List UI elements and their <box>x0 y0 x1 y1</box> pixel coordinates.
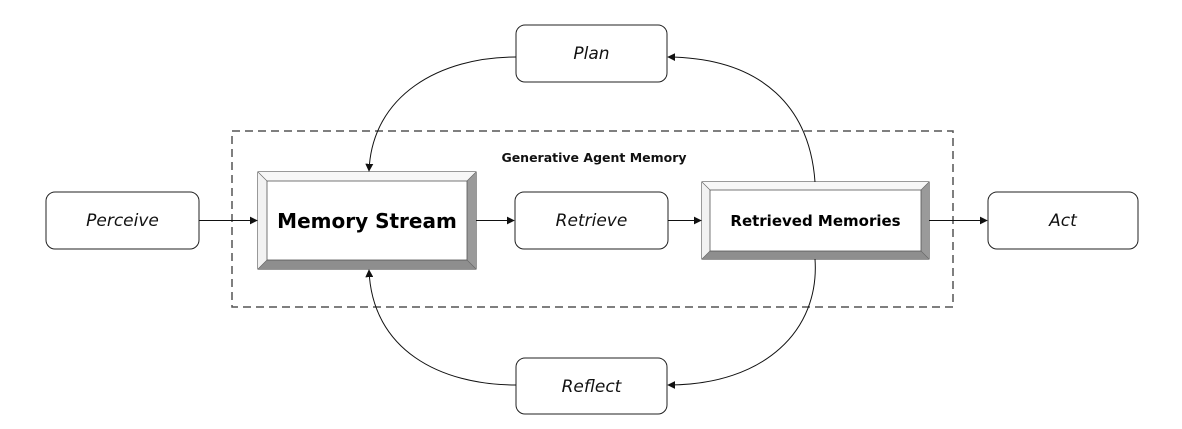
plan-to-memory-stream-arrow <box>365 56 517 172</box>
retrieved-memories-node: Retrieved Memories <box>701 181 930 260</box>
memory-group-boundary <box>231 130 954 308</box>
memory-stream-node: Memory Stream <box>257 171 477 270</box>
retrieved-memories-to-reflect-arrow <box>667 258 816 389</box>
memory-stream-label: Memory Stream <box>277 209 457 233</box>
retrieve-node: Retrieve <box>514 191 669 250</box>
reflect-label: Reflect <box>562 377 623 397</box>
perceive-node: Perceive <box>45 191 200 250</box>
plan-node: Plan <box>515 24 668 83</box>
act-node: Act <box>987 191 1139 250</box>
plan-label: Plan <box>573 44 609 64</box>
reflect-to-memory-stream-arrow <box>365 269 517 386</box>
retrieve-label: Retrieve <box>556 211 628 231</box>
act-label: Act <box>1048 211 1078 231</box>
reflect-node: Reflect <box>515 357 668 415</box>
perceive-label: Perceive <box>86 211 159 231</box>
retrieved-memories-label: Retrieved Memories <box>730 212 900 230</box>
retrieved-memories-to-plan-arrow <box>667 53 816 183</box>
memory-group-label: Generative Agent Memory <box>501 150 686 165</box>
